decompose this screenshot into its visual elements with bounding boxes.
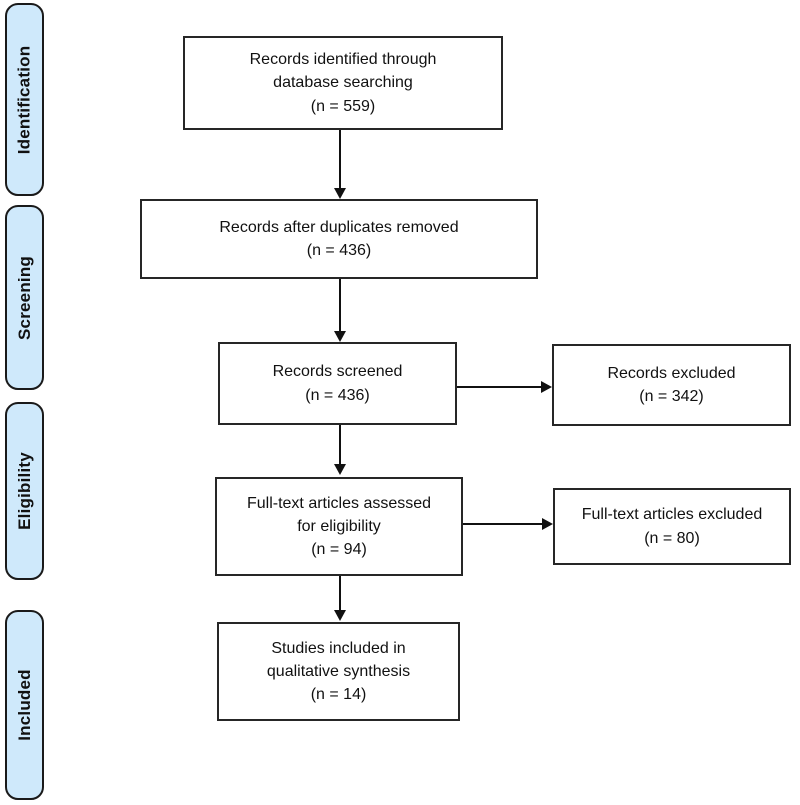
arrowhead-fulltext-to-included (334, 610, 346, 621)
stage-identification: Identification (5, 3, 44, 196)
flow-box-studies-included-text: Studies included in qualitative synthesi… (266, 639, 411, 704)
flow-box-records-screened-text: Records screened (n = 436) (272, 363, 403, 404)
stage-eligibility-label: Eligibility (14, 452, 34, 530)
stage-included: Included (5, 610, 44, 800)
arrowhead-duplicates-to-screened (334, 331, 346, 342)
flow-box-records-identified: Records identified through database sear… (183, 36, 503, 130)
stage-eligibility: Eligibility (5, 402, 44, 580)
arrowhead-screened-to-fulltext (334, 464, 346, 475)
flow-box-records-excluded-text: Records excluded (n = 342) (607, 364, 736, 405)
arrowhead-screened-to-excluded (541, 381, 552, 393)
flow-box-records-screened: Records screened (n = 436) (218, 342, 457, 425)
stage-identification-label: Identification (14, 45, 34, 154)
flow-box-fulltext-assessed-text: Full-text articles assessed for eligibil… (246, 494, 432, 559)
flow-box-records-excluded: Records excluded (n = 342) (552, 344, 791, 426)
flow-box-fulltext-excluded-text: Full-text articles excluded (n = 80) (581, 506, 763, 547)
stage-included-label: Included (14, 669, 34, 741)
flow-box-fulltext-assessed: Full-text articles assessed for eligibil… (215, 477, 463, 576)
arrowhead-identified-to-duplicates (334, 188, 346, 199)
flow-box-fulltext-excluded: Full-text articles excluded (n = 80) (553, 488, 791, 565)
arrowhead-fulltext-to-excluded (542, 518, 553, 530)
stage-screening: Screening (5, 205, 44, 390)
flow-box-studies-included: Studies included in qualitative synthesi… (217, 622, 460, 721)
flow-box-records-identified-text: Records identified through database sear… (249, 51, 437, 115)
flow-box-duplicates-removed: Records after duplicates removed (n = 43… (140, 199, 538, 279)
stage-screening-label: Screening (14, 255, 34, 340)
flow-box-duplicates-removed-text: Records after duplicates removed (n = 43… (219, 218, 459, 259)
